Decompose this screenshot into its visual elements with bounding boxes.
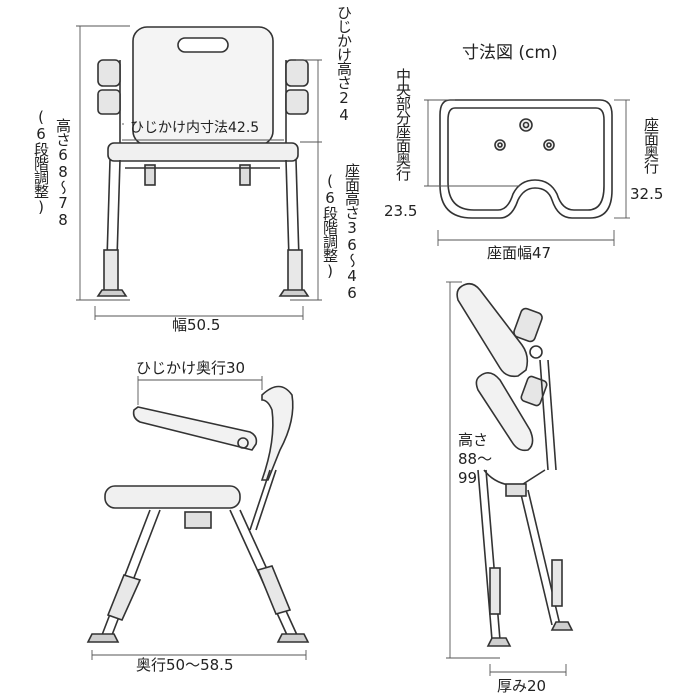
folded-thickness-label: 厚み20	[497, 677, 547, 695]
folded-height-line3: 99	[458, 469, 478, 487]
armrest-inner-width-label: ひじかけ内寸法42.5	[130, 120, 260, 136]
seat-dimension-lines	[424, 99, 630, 246]
front-width-label: 幅50.5	[172, 316, 221, 334]
front-dimension-lines	[76, 25, 322, 320]
front-height-label: 高さ68～78	[54, 118, 72, 228]
center-seat-depth-label: 中央部分座面奥行	[394, 68, 412, 180]
folded-height-label: 高さ 88～ 99	[458, 431, 492, 488]
seat-height-note: (6段階調整)	[321, 172, 339, 279]
folded-height-line1: 高さ	[458, 431, 489, 449]
side-view-chair	[86, 385, 310, 643]
armrest-depth-label: ひじかけ奥行30	[136, 359, 246, 377]
folded-dimension-lines	[446, 281, 567, 676]
front-height-note: (6段階調整)	[32, 108, 50, 215]
side-depth-label: 奥行50～58.5	[136, 656, 234, 674]
seat-top-view	[439, 99, 613, 219]
folded-height-line2: 88～	[458, 450, 493, 468]
side-dimension-lines	[91, 376, 307, 660]
seat-depth-value: 32.5	[630, 185, 664, 203]
diagram-title: 寸法図 (cm)	[462, 43, 558, 63]
seat-depth-label: 座面奥行	[642, 117, 660, 173]
seat-height-label: 座面高さ36～46	[343, 163, 361, 301]
front-view-chair	[96, 26, 310, 297]
armrest-height-label: ひじかけ高さ24	[335, 5, 353, 123]
seat-width-label: 座面幅47	[487, 244, 552, 262]
center-seat-depth-value: 23.5	[384, 202, 418, 220]
folded-view-chair	[456, 282, 574, 647]
